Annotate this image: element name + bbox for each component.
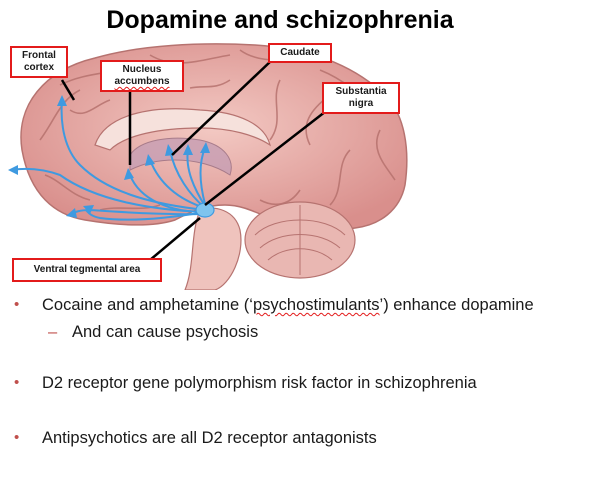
vta-nucleus — [195, 202, 215, 218]
bullet-text: D2 receptor gene polymorphism risk facto… — [42, 374, 477, 392]
brain-illustration — [8, 43, 408, 290]
bullet-marker: • — [14, 296, 20, 313]
label-frontal-cortex: Frontal cortex — [10, 46, 68, 78]
label-ventral-tegmental-area: Ventral tegmental area — [12, 258, 162, 282]
bullet-marker: • — [14, 374, 20, 391]
bullet-text: Cocaine and amphetamine (‘psychostimulan… — [42, 296, 534, 314]
bullet-marker: • — [14, 429, 20, 446]
bullet-text: Antipsychotics are all D2 receptor antag… — [42, 429, 377, 447]
sub-bullet-item: – And can cause psychosis — [48, 323, 258, 342]
bullet-item: • Cocaine and amphetamine (‘psychostimul… — [14, 296, 534, 315]
label-substantia-nigra: Substantia nigra — [322, 82, 400, 114]
corpus-callosum — [94, 108, 271, 151]
label-caudate: Caudate — [268, 43, 332, 63]
sub-bullet-marker: – — [48, 323, 58, 341]
brain-hemisphere — [20, 43, 408, 231]
brainstem — [184, 207, 242, 290]
bullet-item: • Antipsychotics are all D2 receptor ant… — [14, 429, 377, 448]
slide-title: Dopamine and schizophrenia — [106, 6, 454, 34]
pathway-arrowheads — [8, 95, 210, 218]
sub-bullet-text: And can cause psychosis — [72, 323, 259, 341]
label-nucleus-accumbens: Nucleus accumbens — [100, 60, 184, 92]
label-pointers — [60, 59, 331, 261]
bullet-item: • D2 receptor gene polymorphism risk fac… — [14, 374, 477, 393]
cerebellum-folia — [254, 205, 346, 275]
